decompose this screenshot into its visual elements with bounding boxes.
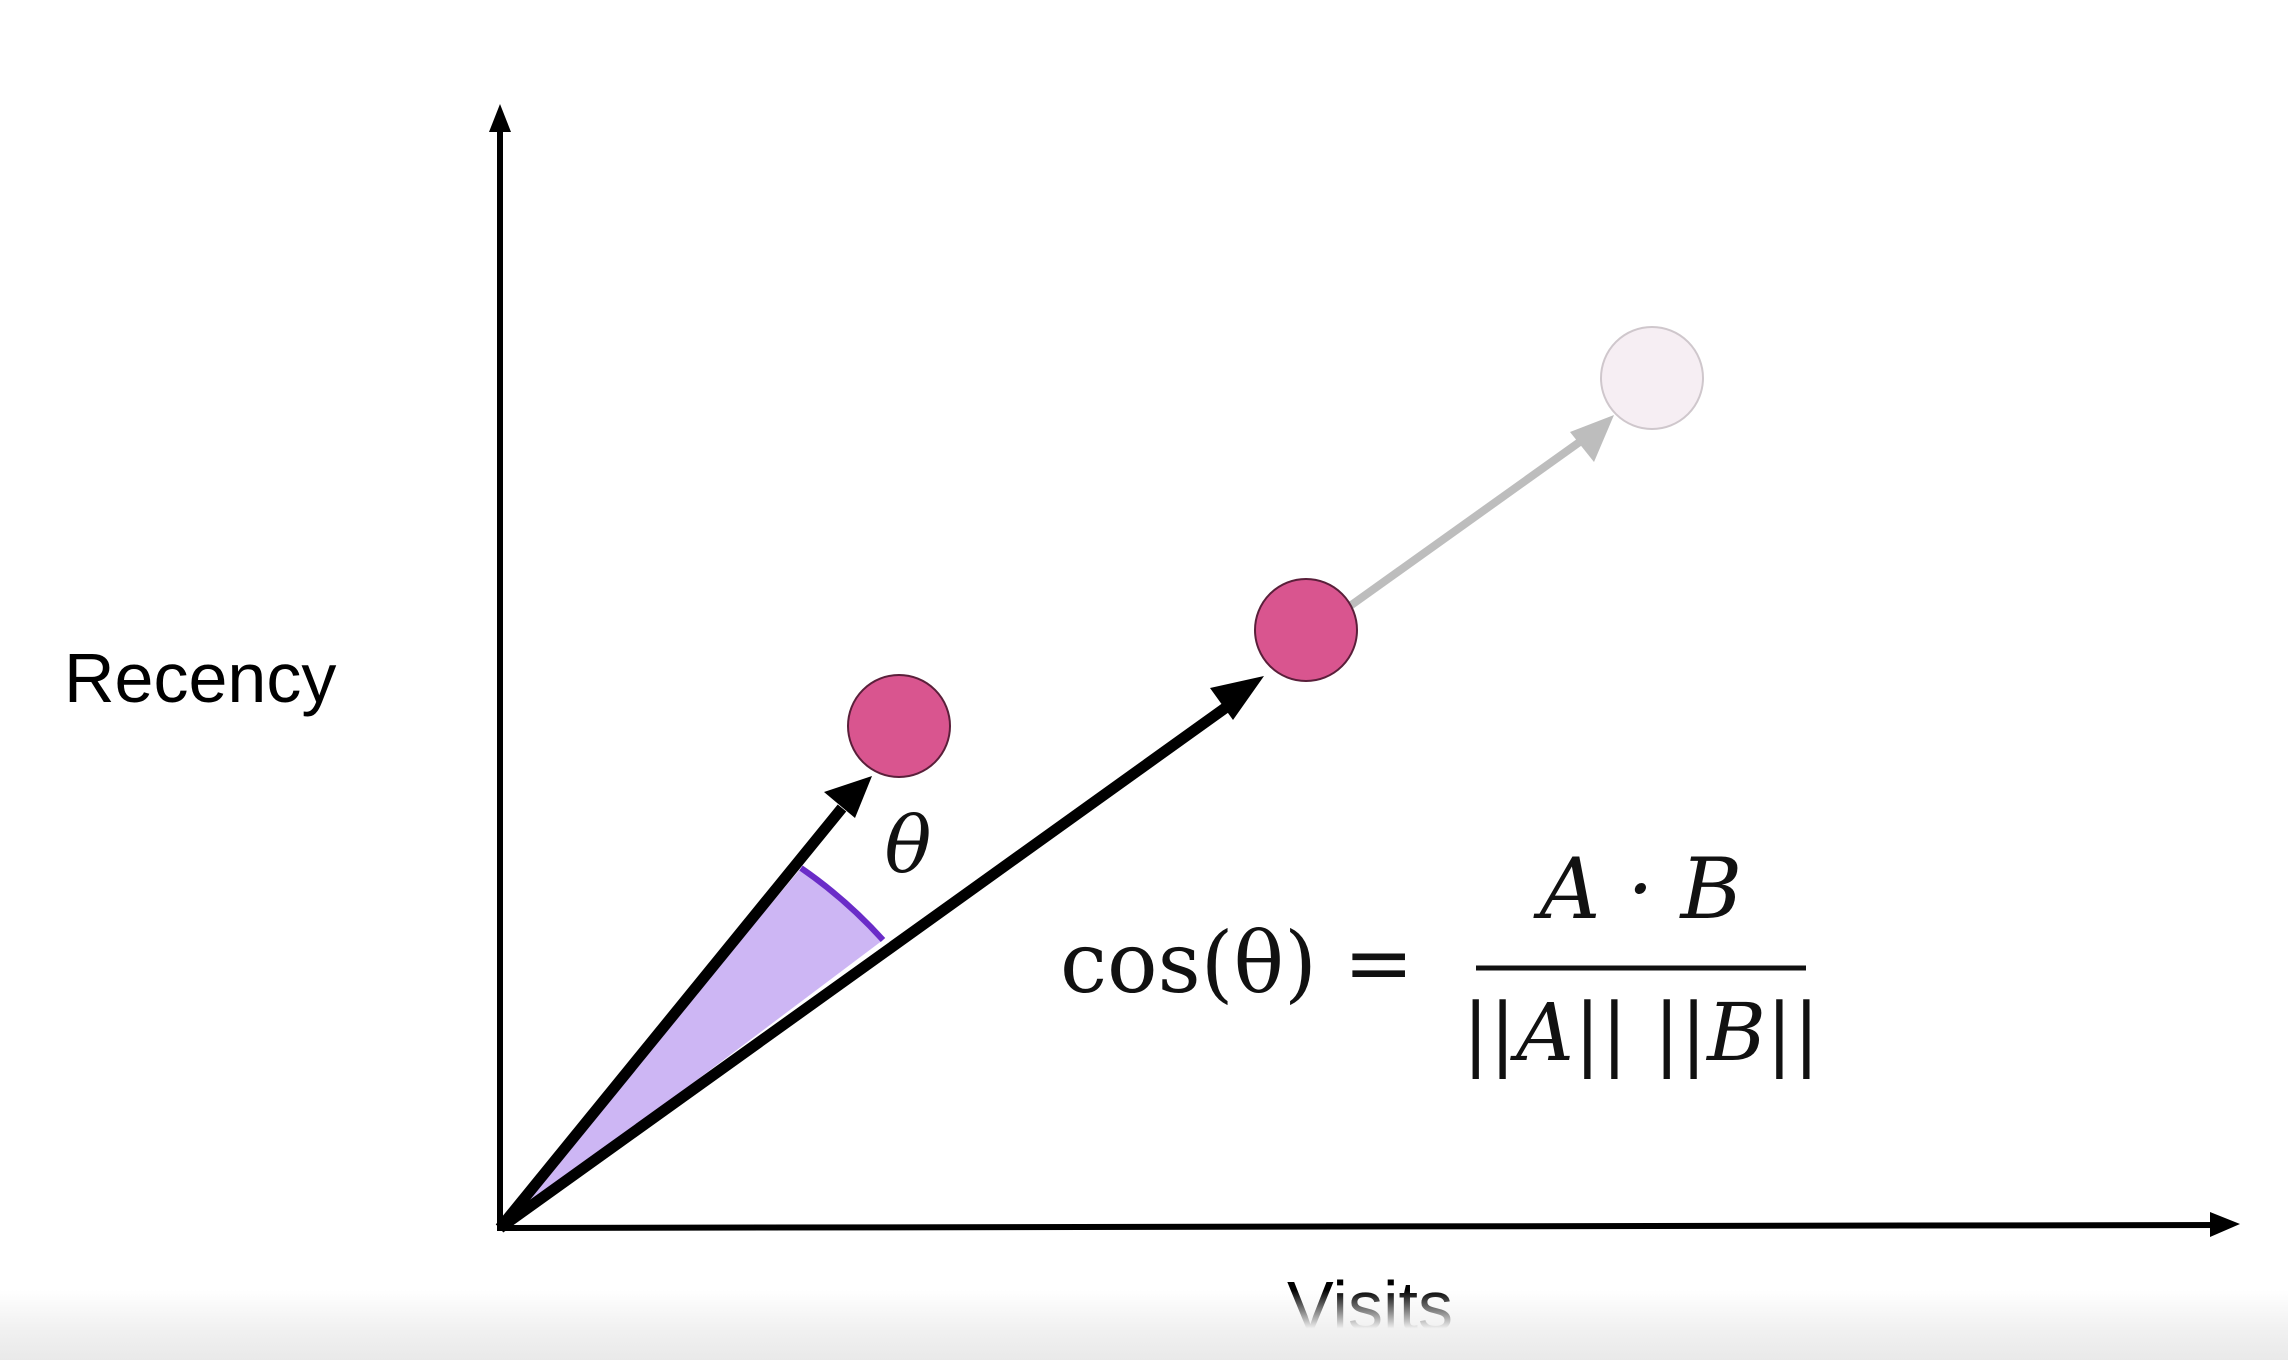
faded-point — [1600, 326, 1704, 430]
faded-vector-arrowhead — [1570, 415, 1614, 462]
angle-wedge — [500, 868, 883, 1228]
y-axis-label: Recency — [64, 639, 336, 717]
bottom-fade-bar — [0, 1290, 2288, 1360]
theta-label: θ — [885, 801, 932, 891]
formula-numerator: A · B — [1533, 840, 1743, 938]
vector-a-line — [495, 804, 847, 1232]
angle-arc — [799, 865, 886, 943]
vector-a-arrowhead — [824, 776, 872, 818]
vector-b-line — [496, 701, 1232, 1233]
point-a — [847, 674, 951, 778]
y-axis-arrowhead — [489, 104, 511, 132]
x-axis — [496, 1222, 2223, 1231]
point-b — [1254, 578, 1358, 682]
formula-lhs: cos(θ) = — [1060, 914, 1414, 1012]
faded-vector-line — [1347, 432, 1591, 610]
formula-denominator: ||A|| ||B|| — [1462, 986, 1820, 1079]
vector-b-arrowhead — [1210, 676, 1264, 720]
x-axis-arrowhead — [2210, 1212, 2240, 1237]
